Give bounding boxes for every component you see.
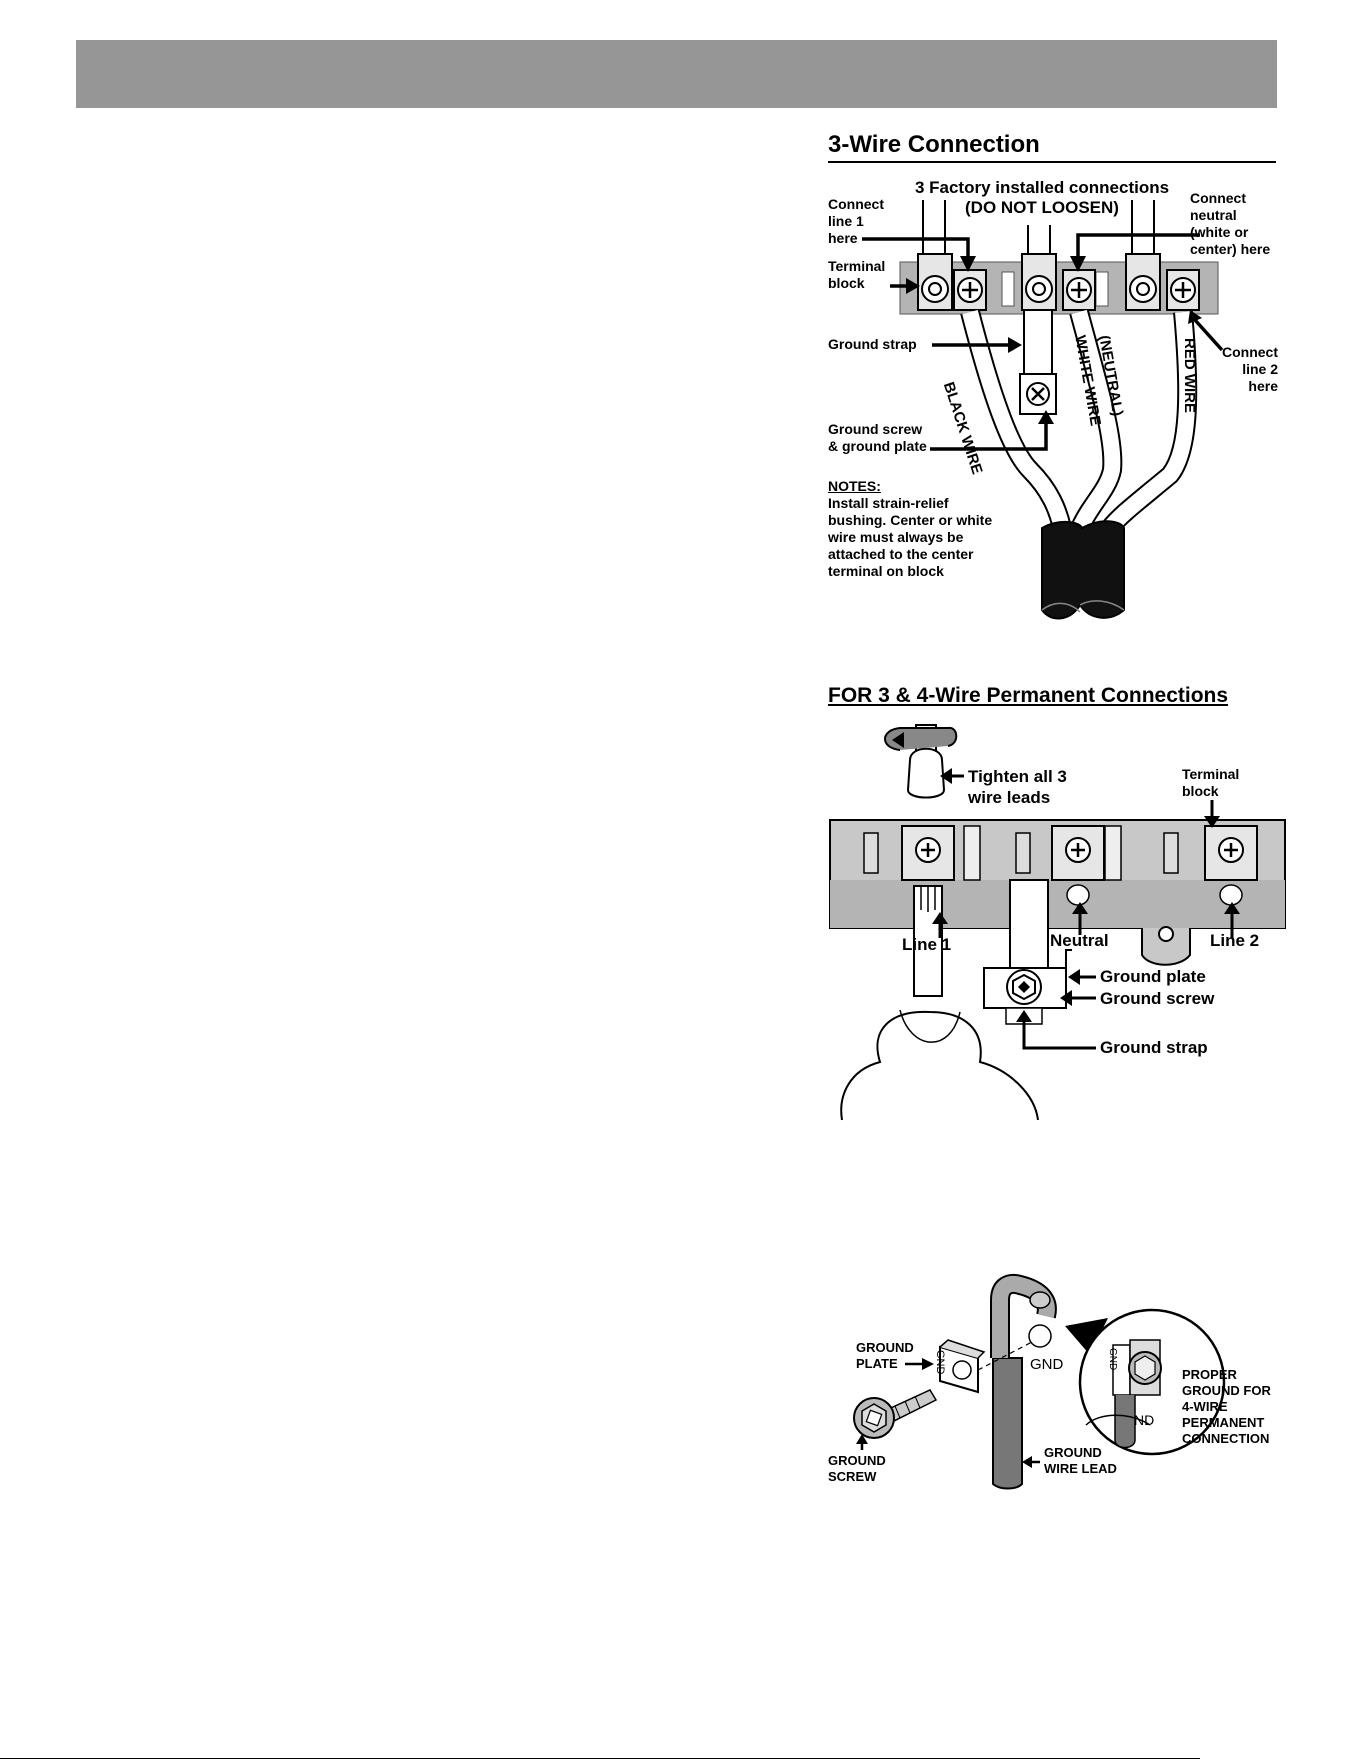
- bottom-rule: [0, 1758, 1200, 1759]
- connect-line1-label: Connect line 1 here: [828, 196, 884, 246]
- line2-label: Line 2: [1210, 931, 1260, 950]
- three-wire-title: 3-Wire Connection: [828, 131, 1040, 158]
- gnd-detail-text: GND: [1107, 1348, 1118, 1371]
- factory-connections-label: 3 Factory installed connections (DO NOT …: [914, 178, 1170, 217]
- hex-screw-icon: [853, 1389, 938, 1439]
- neutral-label: Neutral: [1050, 931, 1109, 950]
- phillips-screw-icon: [1051, 825, 1105, 881]
- arrow-icon: [1076, 233, 1200, 258]
- phillips-screw-icon: [1204, 825, 1258, 881]
- ground-screw-plate-label: Ground screw & ground plate: [828, 421, 927, 454]
- notes-heading: NOTES:: [828, 478, 881, 494]
- arrow-icon: [1193, 318, 1224, 352]
- connect-line2-label: Connect line 2 here: [1222, 344, 1278, 394]
- factory-terminal-left: [917, 253, 953, 311]
- arrow-icon: [862, 237, 970, 258]
- proper-ground-label: PROPER GROUND FOR 4-WIRE PERMANENT CONNE…: [1182, 1367, 1271, 1446]
- phillips-screw-icon: [1062, 269, 1096, 311]
- hand: [840, 1010, 1039, 1121]
- tighten-label: Tighten all 3 wire leads: [968, 767, 1067, 807]
- permanent-title: FOR 3 & 4-Wire Permanent Connections: [828, 684, 1229, 707]
- ground-wire-lead-label: GROUND WIRE LEAD: [1044, 1445, 1117, 1476]
- phillips-screw-icon: [953, 269, 987, 311]
- factory-terminal-center: [1021, 253, 1057, 311]
- ground-screw-4wire-label: GROUND SCREW: [828, 1453, 886, 1484]
- ground-strap-label: Ground strap: [828, 336, 917, 352]
- ground-strap-permanent-label: Ground strap: [1100, 1038, 1208, 1057]
- screwdriver-icon: [884, 724, 958, 799]
- notes-text: Install strain-relief bushing. Center or…: [828, 495, 993, 579]
- ground-plate: [939, 1339, 986, 1394]
- phillips-screw-icon: [901, 825, 955, 881]
- terminal-slot: [1001, 271, 1015, 307]
- proper-ground-detail: [1078, 1308, 1226, 1456]
- ground-screw-icon: [1019, 373, 1057, 415]
- gnd-text: GND: [1030, 1356, 1064, 1373]
- ground-screw-label: Ground screw: [1100, 989, 1215, 1008]
- arrow-icon: [930, 422, 1048, 451]
- ground-plate-label: Ground plate: [1100, 967, 1206, 986]
- gnd-plate-text: GND: [934, 1350, 946, 1375]
- hex-screw-icon: [1006, 969, 1042, 1005]
- three-wire-title-rule: [828, 161, 1276, 163]
- ground-wire-lead: [990, 1273, 1057, 1490]
- ground-plate-4wire-label: GROUND PLATE: [856, 1340, 914, 1371]
- gnd-partial-text: ND: [1134, 1412, 1155, 1428]
- header-bar: [76, 40, 1277, 108]
- connect-neutral-label: Connect neutral (white or center) here: [1190, 190, 1271, 257]
- factory-terminal-right: [1125, 253, 1161, 311]
- permanent-terminal-block-label: Terminal block: [1182, 766, 1240, 799]
- phillips-screw-icon: [1166, 269, 1200, 311]
- terminal-block-label: Terminal block: [828, 258, 886, 291]
- line1-label: Line 1: [902, 935, 952, 954]
